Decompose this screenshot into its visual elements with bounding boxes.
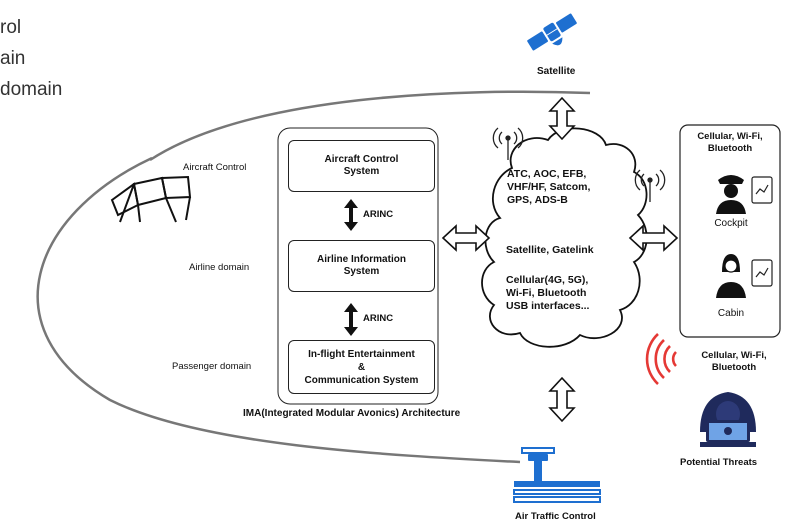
ima-frame [277,127,439,405]
arinc-arrow-1 [344,199,358,231]
threat-connectivity-label: Cellular, Wi-Fi, Bluetooth [684,350,784,374]
antenna-icon-cloud [492,127,524,160]
domain-label-airline: Airline domain [189,262,250,273]
tablet-icon-cockpit [751,176,773,204]
fuselage-nose-line [36,156,521,464]
domain-label-passenger: Passenger domain [172,361,252,372]
arinc-arrow-2 [344,303,358,336]
airline-information-system-line2: System [343,266,380,277]
air-traffic-control-label: Air Traffic Control [515,511,596,522]
aircraft-control-system-line2: System [343,166,380,177]
network-cloud [481,127,648,348]
inflight-entertainment-line3: Communication System [304,374,419,386]
ima-architecture-caption: IMA(Integrated Modular Avonics) Architec… [243,408,461,419]
inflight-entertainment-line1: In-flight Entertainment [308,348,415,360]
onboard-connectivity-line2: Bluetooth [707,143,753,154]
cloud-text-satellite-gatelink: Satellite, Gatelink [506,244,594,256]
cabin-label: Cabin [717,308,745,319]
legend-line-domain: domain [0,79,63,100]
cloud-text-cellular: Cellular(4G, 5G), [506,274,589,286]
satellite-icon [527,13,577,51]
arrow-ima-cloud [441,224,491,252]
pilot-icon [716,175,746,214]
cloud-text-usb: USB interfaces... [506,300,590,312]
inflight-entertainment-system-box: In-flight Entertainment & Communication … [288,340,435,394]
threat-connectivity-line1: Cellular, Wi-Fi, [701,350,767,361]
arinc-label-1: ARINC [363,209,394,220]
onboard-connectivity-label: Cellular, Wi-Fi, Bluetooth [680,131,780,155]
cloud-text-atc: ATC, AOC, EFB, [507,168,587,180]
arrow-cloud-atc [548,376,576,423]
threat-connectivity-line2: Bluetooth [711,362,757,373]
cloud-text-gps: GPS, ADS-B [507,194,568,206]
fuselage-upper-line [149,90,591,162]
cloud-consumer-links: Cellular(4G, 5G), Wi-Fi, Bluetooth USB i… [506,274,589,313]
antenna-icon-onboard [634,169,666,202]
onboard-connectivity-line1: Cellular, Wi-Fi, [697,131,763,142]
cloud-text-vhf: VHF/HF, Satcom, [507,181,591,193]
legend: rol ain domain [0,12,62,105]
legend-line-airline: ain [0,48,26,69]
airline-information-system-line1: Airline Information [317,254,406,265]
aircraft-control-system-box: Aircraft Control System [288,140,435,192]
arrow-cloud-onboard [628,224,679,252]
air-traffic-control-tower-icon [513,447,601,503]
potential-threats-label: Potential Threats [680,457,758,468]
flight-attendant-icon [716,254,746,298]
inflight-entertainment-line2: & [357,361,366,373]
cockpit-windows-icon [110,175,192,223]
tablet-icon-cabin [751,259,773,287]
airline-information-system-box: Airline Information System [288,240,435,292]
arrow-satellite-cloud [548,96,576,141]
wireless-signal-icon [645,333,678,385]
cloud-text-wifi-bluetooth: Wi-Fi, Bluetooth [506,287,587,299]
cloud-aviation-links: ATC, AOC, EFB, VHF/HF, Satcom, GPS, ADS-… [507,168,590,207]
aircraft-control-system-line1: Aircraft Control [324,154,399,165]
domain-label-aircraft-control: Aircraft Control [183,162,247,173]
cockpit-label: Cockpit [714,218,748,229]
legend-line-control: rol [0,17,22,38]
hacker-icon [700,392,756,447]
satellite-label: Satellite [537,66,576,77]
arinc-label-2: ARINC [363,313,394,324]
onboard-panel [679,124,781,338]
